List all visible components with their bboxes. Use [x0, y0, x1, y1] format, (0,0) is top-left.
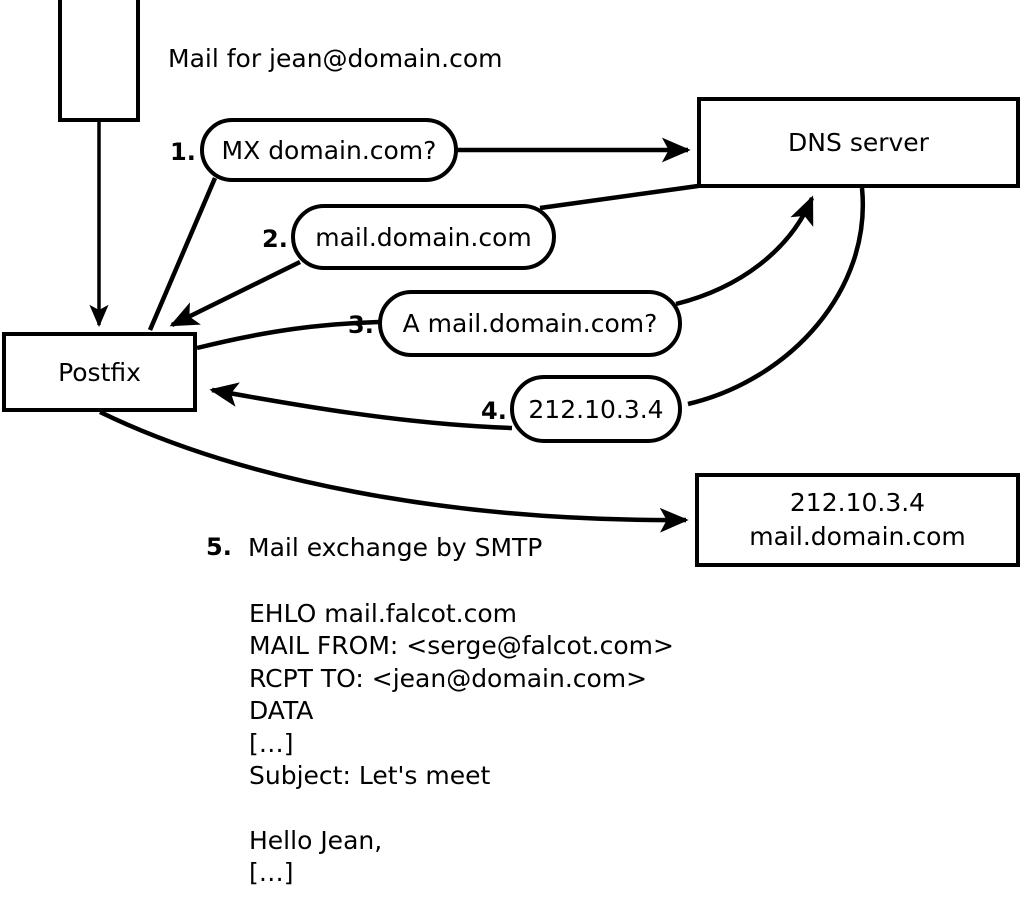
step-1-bubble[interactable]: MX domain.com? [200, 118, 458, 182]
step-3-label: A mail.domain.com? [402, 309, 658, 338]
step-5-label: Mail exchange by SMTP [248, 533, 543, 562]
step-2-number: 2. [262, 225, 288, 253]
line-dns-to-step4 [687, 187, 866, 407]
smtp-transcript: EHLO mail.falcot.com MAIL FROM: <serge@f… [249, 599, 674, 888]
step-2-bubble[interactable]: mail.domain.com [291, 204, 556, 270]
step-1-number: 1. [170, 138, 196, 166]
step-1-label: MX domain.com? [221, 135, 437, 165]
arrow-step3-to-dns [675, 195, 815, 307]
line-postfix-to-step3 [196, 319, 380, 351]
line-dns-to-step2 [539, 183, 699, 211]
step-4-label: 212.10.3.4 [528, 394, 664, 424]
arrow-step2-to-postfix [169, 259, 301, 328]
step-3-number: 3. [348, 311, 374, 339]
node-postfix[interactable]: Postfix [2, 332, 197, 412]
step-2-label: mail.domain.com [315, 222, 532, 252]
node-dns-server-label: DNS server [788, 128, 929, 157]
line-postfix-to-step1 [147, 177, 218, 331]
arrow-step4-to-postfix [209, 382, 513, 431]
node-remote-mx[interactable]: 212.10.3.4 mail.domain.com [695, 473, 1020, 567]
step-4-number: 4. [481, 397, 507, 425]
page-title: Mail for jean@domain.com [168, 44, 503, 73]
arrow-postfix-to-remote-mx [99, 409, 689, 533]
node-mail-client[interactable] [58, 0, 140, 122]
step-4-bubble[interactable]: 212.10.3.4 [510, 375, 682, 443]
node-remote-mx-ip: 212.10.3.4 [789, 488, 926, 517]
step-3-bubble[interactable]: A mail.domain.com? [378, 290, 682, 357]
node-postfix-label: Postfix [58, 357, 141, 387]
step-5-number: 5. [206, 533, 232, 561]
node-remote-mx-host: mail.domain.com [749, 522, 966, 551]
node-dns-server[interactable]: DNS server [697, 97, 1020, 188]
